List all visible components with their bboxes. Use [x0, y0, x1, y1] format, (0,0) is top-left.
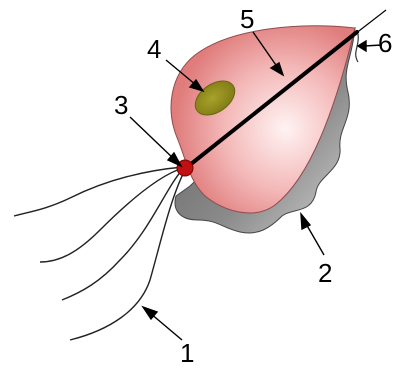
flagellum: [70, 172, 184, 340]
flagella: [14, 167, 184, 340]
flagellum: [62, 170, 182, 300]
label-2: 2: [318, 258, 332, 288]
arrow-1: [150, 313, 182, 340]
arrowhead-6: [358, 41, 366, 51]
label-4: 4: [147, 34, 161, 64]
label-1: 1: [180, 338, 194, 368]
flagellum: [40, 168, 183, 262]
arrow-3: [130, 117, 175, 160]
label-3: 3: [114, 90, 128, 120]
label-6: 6: [378, 28, 392, 58]
label-5: 5: [240, 4, 254, 34]
membrane-edge-filament: [356, 34, 359, 62]
arrow-2: [305, 222, 324, 255]
arrowhead-2: [301, 214, 310, 229]
